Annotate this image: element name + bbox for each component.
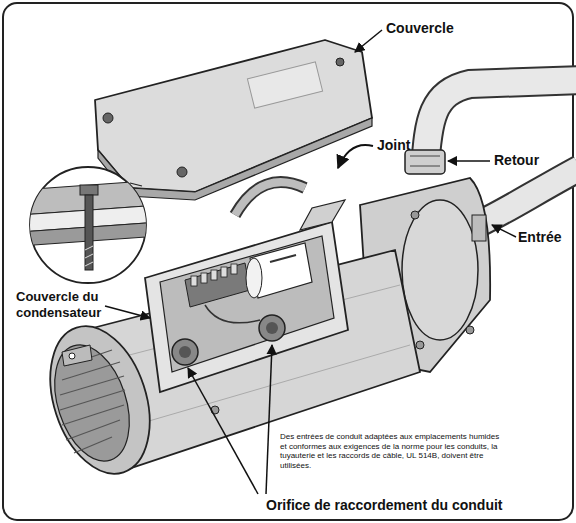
- part-label: Couvercle: [386, 20, 496, 37]
- part-label: Entrée: [518, 229, 572, 246]
- part-label: Retour: [494, 152, 564, 169]
- part-label: Joint: [377, 137, 437, 154]
- part-label: Couvercle du condensateur: [16, 289, 128, 320]
- part-label: Orifice de raccordement du conduit: [266, 497, 566, 514]
- note-text: Des entrées de conduit adaptées aux empl…: [280, 432, 508, 470]
